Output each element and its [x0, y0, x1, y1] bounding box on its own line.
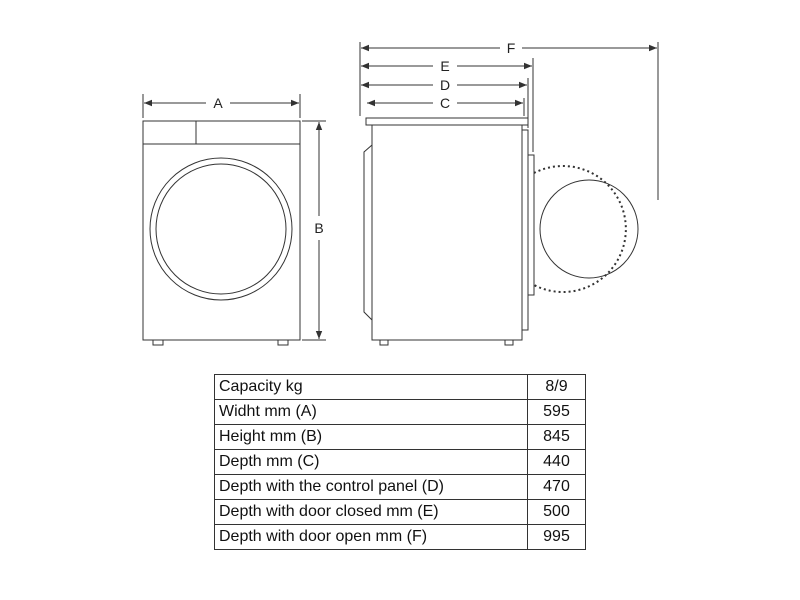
- spec-value: 500: [527, 499, 586, 525]
- spec-label: Depth mm (C): [214, 449, 528, 475]
- side-top-panel: [365, 117, 529, 126]
- spec-value: 595: [527, 399, 586, 425]
- front-foot-left: [152, 339, 164, 346]
- side-foot-left: [379, 339, 389, 346]
- door-handle-profile: [527, 154, 535, 296]
- door-open-dashed-arc: [533, 165, 627, 293]
- table-row: Depth with the control panel (D) 470: [214, 474, 586, 500]
- door-open-glass: [539, 179, 639, 279]
- table-row: Depth with door open mm (F) 995: [214, 524, 586, 550]
- door-closed-profile: [521, 129, 529, 331]
- front-foot-right: [277, 339, 289, 346]
- side-cabinet: [371, 124, 523, 341]
- spec-value: 8/9: [527, 374, 586, 400]
- dimension-diagram: A B: [142, 40, 659, 346]
- specifications-table: Capacity kg 8/9 Widht mm (A) 595 Height …: [214, 374, 586, 550]
- door-open-outline: [533, 165, 639, 293]
- front-view: [142, 94, 326, 346]
- spec-value: 845: [527, 424, 586, 450]
- spec-label: Widht mm (A): [214, 399, 528, 425]
- table-row: Widht mm (A) 595: [214, 399, 586, 425]
- table-row: Height mm (B) 845: [214, 424, 586, 450]
- table-row: Depth with door closed mm (E) 500: [214, 499, 586, 525]
- side-back-bulge: [363, 144, 373, 321]
- side-foot-right: [504, 339, 514, 346]
- dimension-a-label: A: [213, 95, 223, 111]
- spec-label: Height mm (B): [214, 424, 528, 450]
- side-view: [359, 42, 659, 346]
- door-outer-ring: [149, 157, 293, 301]
- dimension-d-label: D: [440, 77, 450, 93]
- spec-label: Depth with the control panel (D): [214, 474, 528, 500]
- spec-label: Depth with door closed mm (E): [214, 499, 528, 525]
- table-row: Depth mm (C) 440: [214, 449, 586, 475]
- front-cabinet: [142, 120, 301, 341]
- dimension-f-label: F: [507, 40, 516, 56]
- spec-value: 470: [527, 474, 586, 500]
- dimension-b-label: B: [314, 220, 323, 236]
- spec-value: 440: [527, 449, 586, 475]
- dimension-e-label: E: [440, 58, 449, 74]
- door-inner-ring: [155, 163, 287, 295]
- spec-value: 995: [527, 524, 586, 550]
- table-row: Capacity kg 8/9: [214, 374, 586, 400]
- spec-label: Depth with door open mm (F): [214, 524, 528, 550]
- spec-label: Capacity kg: [214, 374, 528, 400]
- dimension-c-label: C: [440, 95, 450, 111]
